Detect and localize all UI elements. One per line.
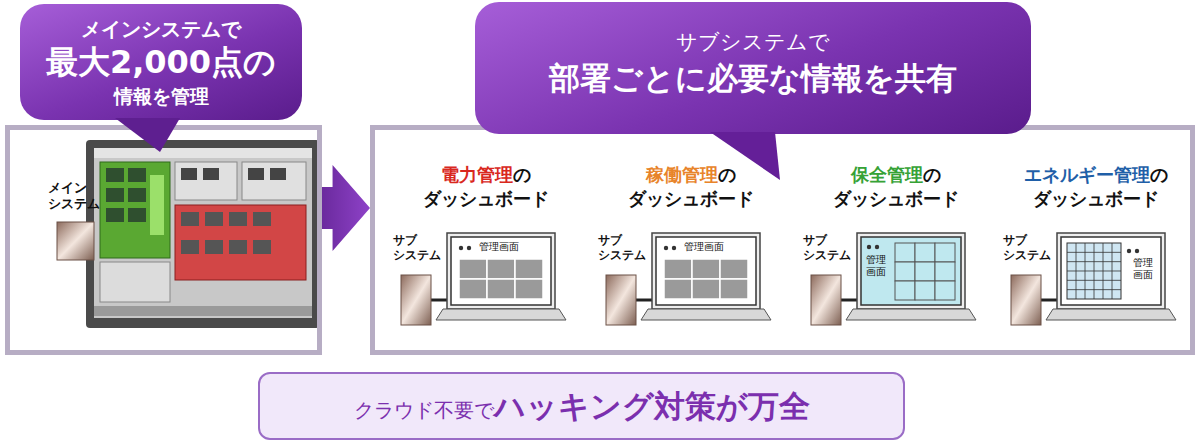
banner-text: クラウド不要で [354, 397, 494, 424]
dashboard-heading: の [718, 164, 736, 185]
dashboard-group: エネルギー管理のダッシュボードサブ システム管理画面 [1003, 163, 1189, 353]
flow-arrow [322, 165, 370, 251]
main-monitor [86, 140, 320, 328]
sub-unit [1011, 233, 1176, 325]
callout-text: 情報を管理 [20, 84, 302, 109]
heading-line: 電力管理の [393, 163, 579, 187]
device-label: サブ システム [1003, 233, 1061, 263]
screen-label: 管理画面 [866, 254, 890, 278]
screen-panel: 管理画面 [656, 237, 756, 305]
callout-text: メインシステムで [20, 16, 302, 42]
dashboard-topic: エネルギー管理 [1024, 164, 1150, 185]
dashboard-group: 稼働管理のダッシュボードサブ システム 管理画面 [598, 163, 784, 353]
dashboard-heading: ダッシュボード [803, 187, 989, 211]
dashboard-heading: の [513, 164, 531, 185]
callout-text: サブシステムで [475, 28, 1031, 57]
dashboard-heading: ダッシュボード [1003, 187, 1189, 211]
dashboard-heading: の [923, 164, 941, 185]
speech-callout: メインシステムで最大2,000点の情報を管理 [20, 4, 302, 120]
dashboard-topic: 保全管理 [851, 164, 923, 185]
heading-line: エネルギー管理の [1003, 163, 1189, 187]
device-label: サブ システム [393, 233, 451, 263]
main-device [57, 222, 94, 260]
dashboard-heading: ダッシュボード [393, 187, 579, 211]
screen-label: 管理画面 [1133, 257, 1157, 281]
screen-panel: 管理画面 [1061, 237, 1161, 305]
device-label: サブ システム [598, 233, 656, 263]
device-label: サブ システム [803, 233, 861, 263]
sub-frame: 電力管理のダッシュボードサブ システム管理画面稼働管理のダッシュボードサブ シス… [370, 125, 1195, 355]
screen-label: 管理画面 [684, 241, 752, 253]
sub-unit [811, 233, 976, 325]
heading-line: 稼働管理の [598, 163, 784, 187]
dashboard-topic: 電力管理 [441, 164, 513, 185]
dashboard-group: 電力管理のダッシュボードサブ システム 管理画面 [393, 163, 579, 353]
dashboard-topic: 稼働管理 [646, 164, 718, 185]
callout-text: 部署ごとに必要な情報を共有 [475, 57, 1031, 100]
device-label: メイン システム [48, 180, 104, 213]
dashboard-group: 保全管理のダッシュボードサブ システム管理画面 [803, 163, 989, 353]
heading-line: 保全管理の [803, 163, 989, 187]
sub-unit [606, 233, 771, 325]
speech-callout: サブシステムで部署ごとに必要な情報を共有 [475, 2, 1031, 134]
sub-unit [401, 233, 566, 325]
security-banner: クラウド不要でハッキング対策が万全 [258, 372, 905, 440]
dashboard-heading: ダッシュボード [598, 187, 784, 211]
dashboard-heading: の [1150, 164, 1168, 185]
main-frame: メイン システム [5, 125, 322, 355]
callout-text: 最大2,000点の [20, 42, 302, 84]
banner-text: ハッキング対策が万全 [494, 386, 810, 428]
screen-panel: 管理画面 [451, 237, 551, 305]
screen-label: 管理画面 [479, 241, 547, 253]
screen-panel: 管理画面 [861, 237, 961, 305]
